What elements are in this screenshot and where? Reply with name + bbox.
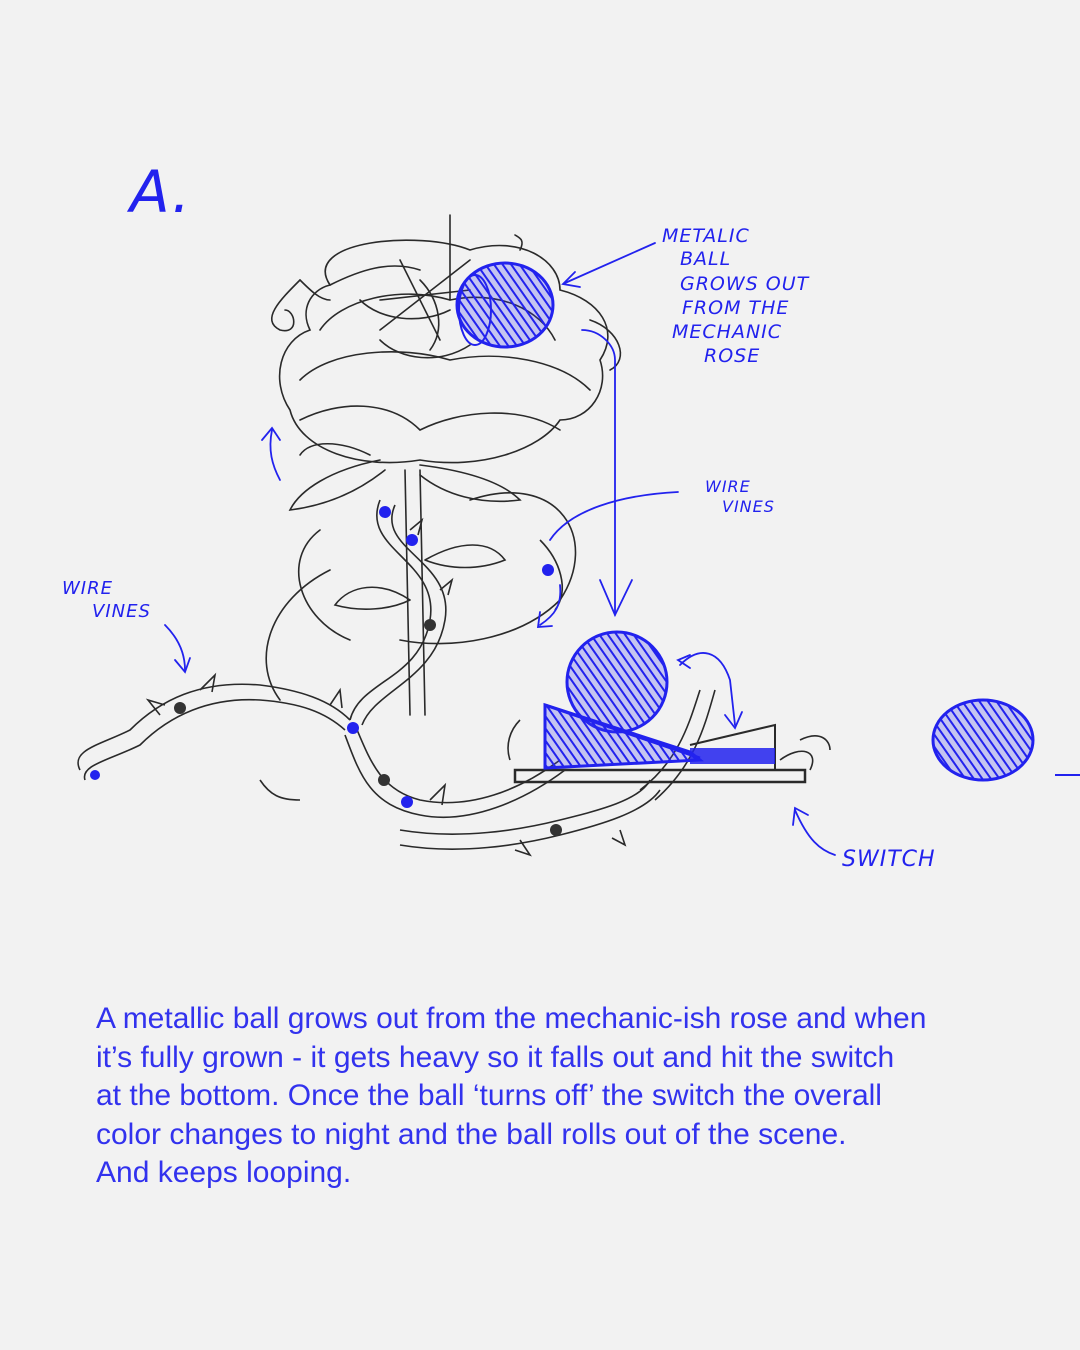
description-line: A metallic ball grows out from the mecha… [96,1002,927,1035]
annotation-line: VINES [92,601,151,622]
annotation-switch: SWITCH [842,847,936,872]
switch-drawing [513,702,807,784]
rolling-ball [931,698,1080,782]
description-line: it’s fully grown - it gets heavy so it f… [96,1040,895,1074]
rose-drawing [265,214,622,716]
annotation-metallic-ball: METALIC BALL GROWS OUT FROM THE MECHANIC… [662,225,810,367]
annotation-arrows [164,242,836,856]
description-line: color changes to night and the ball roll… [96,1117,847,1151]
annotation-line: BALL [680,248,731,270]
annotation-line: WIRE [62,578,113,599]
concept-sketch: A. [62,158,1080,872]
annotation-line: VINES [722,497,775,516]
annotation-line: GROWS OUT [680,273,810,295]
vine-beads [90,506,562,836]
annotation-line: ROSE [704,345,760,367]
annotation-line: MECHANIC [672,321,782,343]
annotation-line: FROM THE [682,297,789,319]
metallic-ball-in-rose [455,261,555,349]
wire-vines [77,499,831,857]
annotation-line: METALIC [662,225,750,247]
description-line: at the bottom. Once the ball ‘turns off’… [96,1079,882,1112]
description-text: A metallic ball grows out from the mecha… [96,1000,1016,1193]
annotation-wire-vines-left: WIRE VINES [62,578,151,622]
sketch-letter: A. [126,158,191,226]
description-line: And keeps looping. [96,1156,352,1189]
annotation-wire-vines-right: WIRE VINES [705,477,775,516]
annotation-line: WIRE [705,477,751,496]
